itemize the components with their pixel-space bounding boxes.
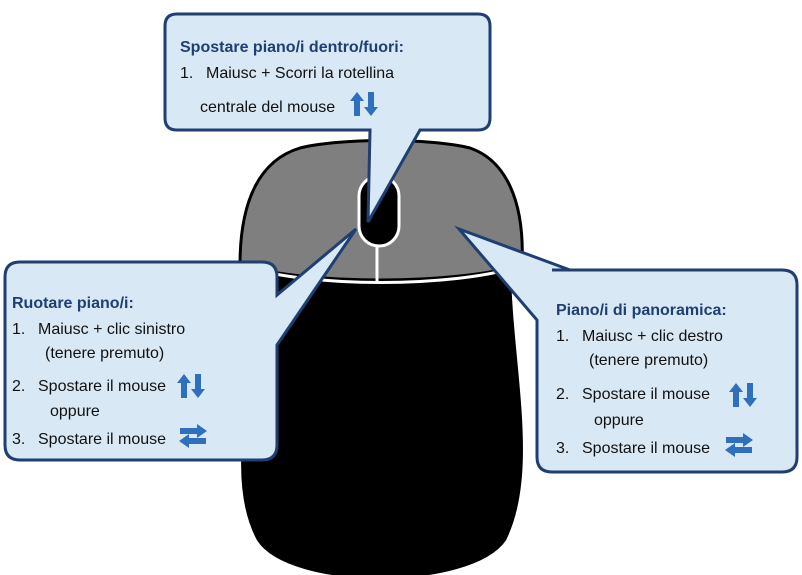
callout-pan-item3-number: 3. [556, 437, 576, 461]
callout-pan-item2-line1: Spostare il mouse [576, 383, 710, 407]
callout-zoom-title: Spostare piano/i dentro/fuori: [180, 36, 480, 60]
callout-pan: Piano/i di panoramica: 1. Maiusc + clic … [556, 299, 796, 465]
up-down-arrows-icon [176, 372, 206, 408]
callout-rotate-item2-line1: Spostare il mouse [32, 375, 166, 399]
left-right-arrows-icon [724, 433, 754, 465]
callout-rotate-item1-number: 1. [12, 318, 32, 342]
callout-zoom-item1-number: 1. [180, 62, 200, 86]
up-down-arrows-icon [349, 90, 379, 126]
callout-pan-item1-line1: Maiusc + clic destro [576, 325, 723, 349]
callout-rotate-title: Ruotare piano/i: [12, 292, 272, 316]
callout-zoom: Spostare piano/i dentro/fuori: 1. Maiusc… [180, 36, 480, 126]
callout-pan-item1-number: 1. [556, 325, 576, 349]
callout-pan-item2-line2: oppure [556, 409, 796, 433]
callout-rotate-item3-number: 3. [12, 428, 32, 452]
callout-pan-title: Piano/i di panoramica: [556, 299, 796, 323]
callout-pan-item3-line1: Spostare il mouse [576, 437, 710, 461]
callout-rotate-item1-line1: Maiusc + clic sinistro [32, 318, 185, 342]
callout-rotate-item1-line2: (tenere premuto) [12, 342, 272, 366]
up-down-arrows-icon [728, 381, 758, 417]
callout-rotate: Ruotare piano/i: 1. Maiusc + clic sinist… [12, 292, 272, 456]
callout-pan-item1-line2: (tenere premuto) [556, 349, 796, 373]
callout-rotate-item2-number: 2. [12, 375, 32, 399]
mouse [240, 141, 522, 575]
callout-pan-item2-number: 2. [556, 383, 576, 407]
callout-rotate-item2-line2: oppure [12, 400, 272, 424]
callout-rotate-item3-line1: Spostare il mouse [32, 428, 166, 452]
callout-zoom-item1-line2: centrale del mouse [200, 96, 335, 120]
callout-zoom-item1-line1: Maiusc + Scorri la rotellina [200, 62, 394, 86]
left-right-arrows-icon [178, 424, 208, 456]
